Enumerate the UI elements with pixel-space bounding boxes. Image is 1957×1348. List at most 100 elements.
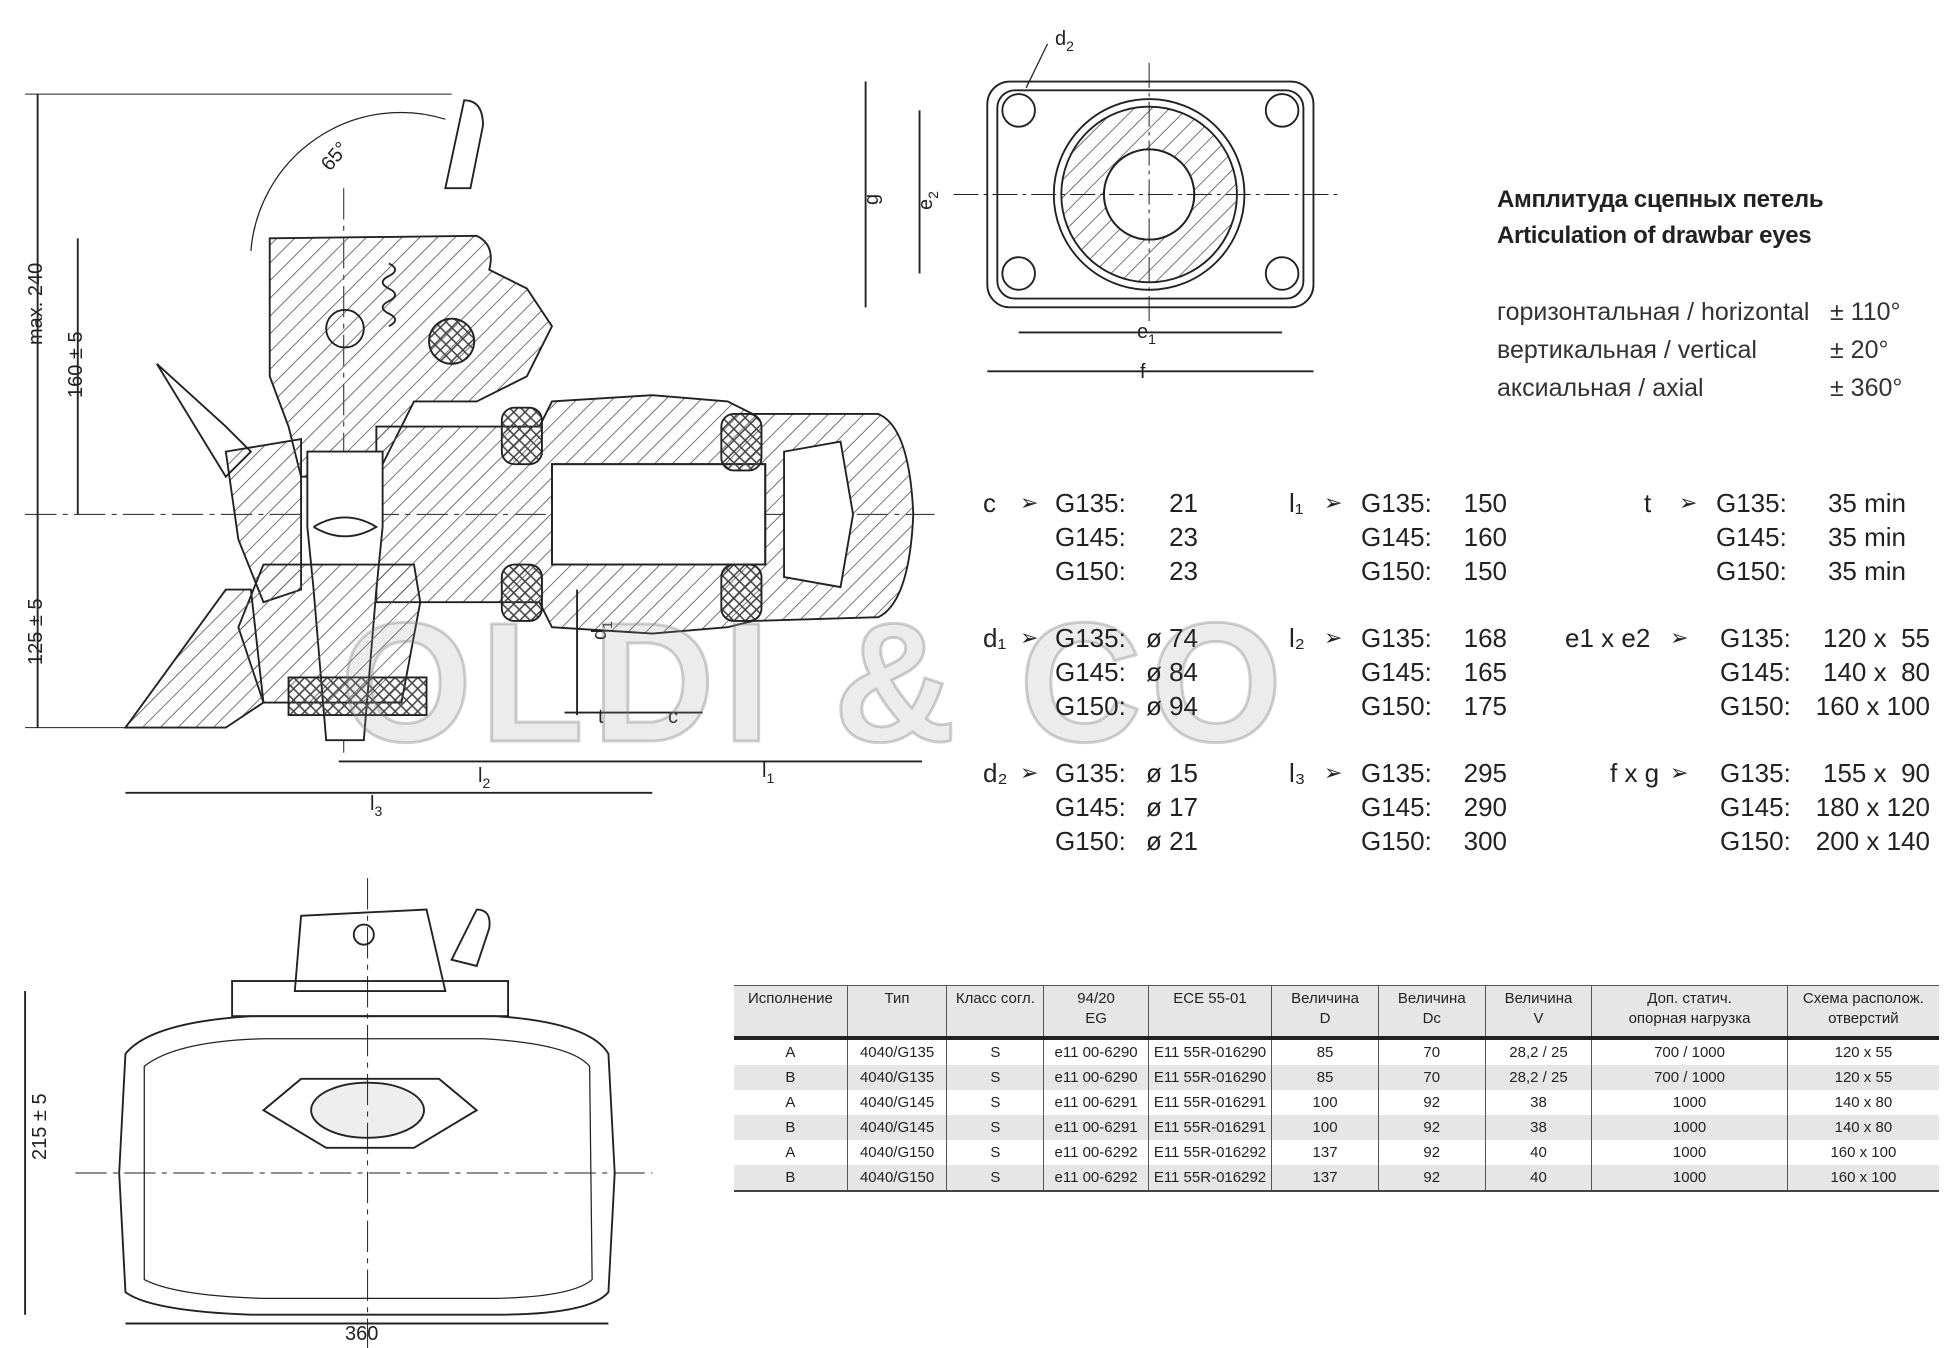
articulation-value: ± 20° bbox=[1830, 336, 1889, 364]
spec-model: G135: bbox=[1055, 488, 1126, 518]
articulation-horizontal: горизонтальная / horizontal ± 110° bbox=[1497, 298, 1917, 327]
column-header: ECE 55-01 bbox=[1148, 985, 1273, 1040]
arrow-icon: ➢ bbox=[1679, 490, 1698, 515]
table-cell: 140 x 80 bbox=[1834, 1094, 1893, 1111]
table-cell: 70 bbox=[1378, 1065, 1486, 1090]
table-cell: S bbox=[946, 1065, 1045, 1090]
spec-symbol: d₂ bbox=[983, 758, 1008, 788]
dim-c: c bbox=[668, 706, 678, 728]
spec-value: ø 15 bbox=[1145, 758, 1198, 788]
table-cell: 28,2 / 25 bbox=[1485, 1038, 1593, 1065]
spec-model: G135: bbox=[1361, 488, 1432, 518]
table-cell: 28,2 / 25 bbox=[1485, 1065, 1593, 1090]
spec-value: 200 x 140 bbox=[1815, 826, 1930, 856]
table-cell: 140 x 80 bbox=[1787, 1115, 1939, 1140]
dimension-labels: max. 240 160 ± 5 125 ± 5 65° l2 l3 l1 t … bbox=[25, 28, 1156, 1345]
table-cell: B bbox=[734, 1165, 848, 1192]
coupling-bottom-view bbox=[24, 878, 653, 1348]
dim-d1: d1 bbox=[589, 621, 615, 640]
articulation-label: аксиальная / axial bbox=[1497, 374, 1704, 402]
table-cell: e11 00-6292 bbox=[1043, 1140, 1149, 1165]
spec-symbol: l₂ bbox=[1289, 623, 1305, 653]
dim-g: g bbox=[861, 194, 883, 205]
column-header-line: Величина bbox=[1397, 990, 1466, 1007]
table-cell: A bbox=[734, 1038, 848, 1065]
table-cell: E11 55R-016291 bbox=[1148, 1090, 1273, 1115]
flange-top-view bbox=[864, 43, 1343, 373]
spec-model: G145: bbox=[1055, 522, 1126, 552]
column-header: Тип bbox=[847, 985, 948, 1040]
spec-symbol: d₁ bbox=[983, 623, 1007, 653]
articulation-vertical: вертикальная / vertical± 20° bbox=[1497, 336, 1917, 365]
spec-model: G150: bbox=[1055, 556, 1126, 586]
column-header-line: Величина bbox=[1504, 990, 1573, 1007]
table-cell: 38 bbox=[1485, 1115, 1593, 1140]
spec-value: 160 bbox=[1463, 522, 1507, 552]
dim-360: 360 bbox=[345, 1323, 378, 1345]
column-header-line: Тип bbox=[884, 990, 910, 1007]
spec-model: G150: bbox=[1720, 691, 1791, 721]
arrow-icon: ➢ bbox=[1670, 760, 1689, 785]
spec-model: G145: bbox=[1720, 792, 1791, 822]
spec-value: 155 x 90 bbox=[1823, 758, 1930, 788]
table-cell: 92 bbox=[1378, 1140, 1486, 1165]
spec-model: G145: bbox=[1361, 522, 1432, 552]
column-header-line: Dc bbox=[1422, 1010, 1441, 1027]
table-cell: e11 00-6291 bbox=[1043, 1090, 1149, 1115]
table-cell: 1000 bbox=[1591, 1090, 1788, 1115]
table-cell: 120 x 55 bbox=[1834, 1044, 1893, 1061]
spec-model: G135: bbox=[1720, 623, 1791, 653]
column-header-line: Величина bbox=[1291, 990, 1359, 1007]
spec-value: 150 bbox=[1463, 488, 1507, 518]
table-cell: 1000 bbox=[1591, 1140, 1788, 1165]
table-cell: 4040/G145 bbox=[847, 1090, 948, 1115]
table-cell: E11 55R-016290 bbox=[1148, 1065, 1273, 1090]
column-header-line: 94/20 bbox=[1077, 990, 1115, 1007]
dim-l3: l3 bbox=[370, 793, 382, 819]
table-cell: 92 bbox=[1378, 1090, 1486, 1115]
spec-model: G145: bbox=[1361, 792, 1432, 822]
dim-max-240: max. 240 bbox=[25, 263, 47, 345]
spec-model: G145: bbox=[1055, 657, 1126, 687]
spec-symbol: f x g bbox=[1610, 758, 1660, 788]
column-header-line: Схема располож. bbox=[1802, 990, 1924, 1007]
spec-model: G135: bbox=[1361, 623, 1432, 653]
arrow-icon: ➢ bbox=[1020, 490, 1039, 515]
table-cell: E11 55R-016291 bbox=[1148, 1115, 1273, 1140]
spec-value: ø 74 bbox=[1145, 623, 1198, 653]
table-cell: 137 bbox=[1271, 1165, 1379, 1192]
table-cell: e11 00-6291 bbox=[1043, 1115, 1149, 1140]
spec-value: 35 min bbox=[1827, 522, 1906, 552]
arrow-icon: ➢ bbox=[1324, 625, 1343, 650]
table-cell: 92 bbox=[1378, 1115, 1486, 1140]
table-cell: 92 bbox=[1378, 1165, 1486, 1192]
table-cell: E11 55R-016292 bbox=[1148, 1140, 1273, 1165]
spec-model: G150: bbox=[1055, 826, 1126, 856]
table-cell: e11 00-6290 bbox=[1043, 1038, 1149, 1065]
dim-215: 215 ± 5 bbox=[29, 1093, 51, 1160]
table-cell: 100 bbox=[1271, 1090, 1379, 1115]
dim-e1: e1 bbox=[1137, 321, 1156, 347]
table-cell: 120 x 55 bbox=[1787, 1065, 1939, 1090]
spec-model: G150: bbox=[1361, 691, 1432, 721]
table-cell: 700 / 1000 bbox=[1591, 1065, 1788, 1090]
articulation-value: ± 110° bbox=[1830, 298, 1901, 326]
table-cell: A bbox=[734, 1140, 848, 1165]
dim-t: t bbox=[598, 706, 604, 728]
spec-value: 23 bbox=[1169, 556, 1198, 586]
spec-value: 160 x 100 bbox=[1815, 691, 1930, 721]
table-cell: 1000 bbox=[1591, 1115, 1788, 1140]
articulation-axial: аксиальная / axial± 360° bbox=[1497, 374, 1917, 403]
column-header: Класс согл. bbox=[946, 985, 1045, 1040]
spec-value: 300 bbox=[1463, 826, 1507, 856]
column-header-line: Класс согл. bbox=[955, 990, 1035, 1007]
arrow-icon: ➢ bbox=[1020, 760, 1039, 785]
spec-model: G150: bbox=[1361, 556, 1432, 586]
table-cell: 700 / 1000 bbox=[1591, 1038, 1788, 1065]
articulation-label: горизонтальная / horizontal bbox=[1497, 298, 1810, 326]
spec-value: 180 x 120 bbox=[1815, 792, 1930, 822]
